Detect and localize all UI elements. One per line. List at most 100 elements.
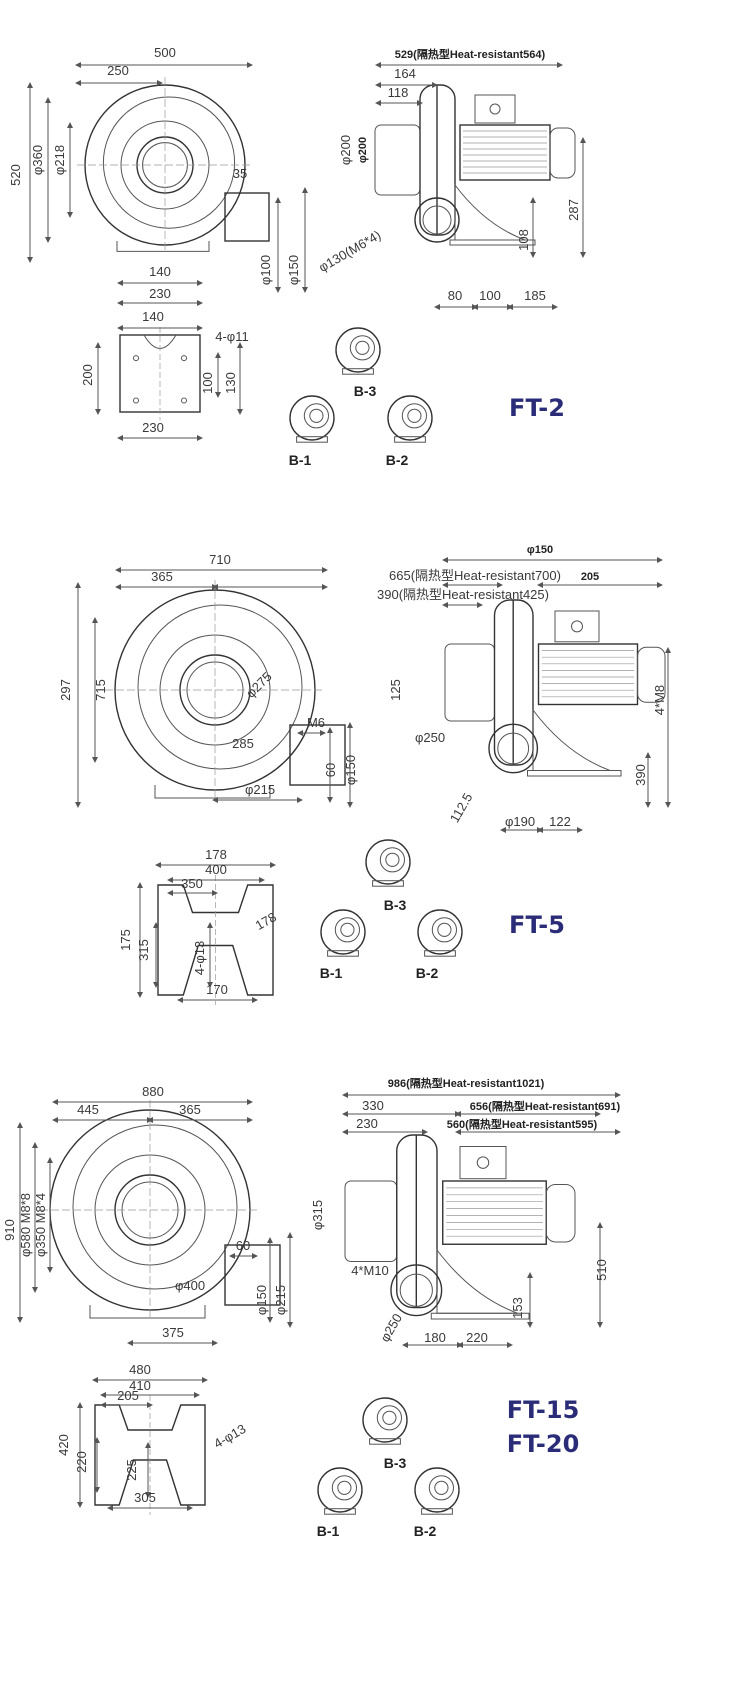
ft-2-orientation-b-2-icon: [387, 395, 433, 443]
ft-2-dimension-label: φ360: [30, 145, 45, 175]
ft-2-dimension-label: 4-φ11: [215, 329, 248, 344]
ft-2-dimension-label: 287: [566, 199, 581, 221]
ft-5-dimension-label: 350: [181, 876, 203, 891]
ft-5-orientation-b-1-icon: [320, 909, 366, 957]
ft-15-20-dimension-label: 153: [510, 1297, 525, 1319]
ft-15-20-dimension-label: φ215: [273, 1285, 288, 1315]
ft-15-20-dimension-label: 205: [117, 1388, 139, 1403]
ft-15-20-dimension-label: 4*M10: [351, 1263, 389, 1278]
ft-15-20-dimension-label: 510: [594, 1259, 609, 1281]
ft5-front-view: [105, 580, 346, 800]
orientation-label: B-3: [384, 897, 407, 913]
ft-15-20-dimension-label: 60: [236, 1238, 250, 1253]
ft-5-dimension-label: 710: [209, 552, 231, 567]
ft-15-20-dimension-label: 330: [362, 1098, 384, 1113]
orientation-label: B-3: [354, 383, 377, 399]
ft-5-dimension-label: 297: [58, 679, 73, 701]
ft-2-dimension-label: 520: [8, 164, 23, 186]
ft-5-dimension-label: 315: [136, 939, 151, 961]
ft-5-dimension-label: 390: [633, 764, 648, 786]
ft-5-dimension-label: 365: [151, 569, 173, 584]
ft-15-20-dimension-label: 220: [466, 1330, 488, 1345]
ft-15-20-dimension-label: 225: [124, 1459, 139, 1481]
ft-5-dimension-label: 122: [549, 814, 571, 829]
ft-2-dimension-label: φ218: [52, 145, 67, 175]
ft-5-dimension-label: 390(隔热型Heat-resistant425): [377, 587, 549, 602]
ft-2-dimension-label: 35: [233, 166, 247, 181]
ft-15-20-dimension-label: 365: [179, 1102, 201, 1117]
model-label: FT-5: [509, 911, 565, 939]
ft15-front-view: [40, 1100, 281, 1320]
ft-5-dimension-label: 112.5: [447, 790, 476, 825]
ft-15-20-dimension-label: φ400: [175, 1278, 205, 1293]
ft-15-20-dimension-label: 445: [77, 1102, 99, 1117]
orientation-label: B-2: [386, 452, 409, 468]
ft-5-dimension-label: 4-φ13: [192, 941, 207, 975]
ft-2-dimension-label: 200: [80, 364, 95, 386]
ft5-base: [157, 875, 274, 1005]
ft-2-dimension-label: 529(隔热型Heat-resistant564): [395, 47, 546, 61]
ft-5-dimension-label: 205: [581, 571, 599, 583]
ft-15-20-orientation-b-1-icon: [317, 1467, 363, 1515]
ft-5-dimension-label: 60: [323, 763, 338, 777]
ft-15-20-dimension-label: 220: [74, 1451, 89, 1473]
ft-15-20-dimension-label: 986(隔热型Heat-resistant1021): [388, 1076, 545, 1090]
ft-2-dimension-label: φ200: [357, 137, 369, 163]
ft-15-20-dimension-label: φ150: [254, 1285, 269, 1315]
ft-2-orientation-b-3-icon: [335, 327, 381, 375]
ft-15-20-dimension-label: φ350 M8*4: [33, 1193, 48, 1257]
ft-5-dimension-label: 400: [205, 862, 227, 877]
ft-15-20-dimension-label: 560(隔热型Heat-resistant595): [447, 1117, 598, 1131]
ft-15-20-dimension-label: φ580 M8*8: [18, 1193, 33, 1257]
ft-15-20-dimension-label: 375: [162, 1325, 184, 1340]
ft-5-dimension-label: φ150: [343, 755, 358, 785]
ft-5-dimension-label: 125: [388, 679, 403, 701]
ft-2-dimension-label: 100: [479, 288, 501, 303]
ft-15-20-dimension-label: 480: [129, 1362, 151, 1377]
ft-2-dimension-label: 250: [107, 63, 129, 78]
ft-2-dimension-label: 118: [388, 85, 409, 100]
ft-2-dimension-label: 108: [516, 229, 531, 251]
ft-2-dimension-label: 185: [524, 288, 546, 303]
ft-15-20-dimension-label: 656(隔热型Heat-resistant691): [470, 1099, 621, 1113]
ft-15-20-dimension-label: 420: [56, 1434, 71, 1456]
ft-5-dimension-label: φ215: [245, 782, 275, 797]
ft-5-dimension-label: 665(隔热型Heat-resistant700): [389, 568, 561, 583]
ft-15-20-dimension-label: φ250: [377, 1311, 405, 1345]
ft-2-dimension-label: φ100: [258, 255, 273, 285]
ft-15-20-dimension-label: 305: [134, 1490, 156, 1505]
ft-5-dimension-label: 178: [253, 909, 279, 933]
ft-2-dimension-label: φ150: [286, 255, 301, 285]
ft2-side-view: [374, 84, 576, 246]
ft-2-dimension-label: 80: [448, 288, 462, 303]
ft-2-dimension-label: 500: [154, 45, 176, 60]
ft-5-dimension-label: φ250: [415, 730, 445, 745]
model-label: FT-2: [509, 394, 565, 422]
ft-5-dimension-label: 715: [93, 679, 108, 701]
ft-2-dimension-label: 100: [200, 372, 215, 394]
ft-5-dimension-label: φ190: [505, 814, 535, 829]
orientation-label: B-1: [289, 452, 312, 468]
ft-5-orientation-b-3-icon: [365, 839, 411, 887]
ft2-front-view: [77, 77, 270, 253]
ft-15-20-dimension-label: 180: [424, 1330, 446, 1345]
model-label: FT-15: [507, 1396, 580, 1424]
ft-2-dimension-label: 140: [149, 264, 171, 279]
ft-5-dimension-label: 285: [232, 736, 254, 751]
ft-15-20-dimension-label: 910: [2, 1219, 17, 1241]
ft-5-dimension-label: 178: [205, 847, 227, 862]
ft-15-20-dimension-label: 230: [356, 1116, 378, 1131]
orientation-label: B-1: [317, 1523, 340, 1539]
ft-15-20-dimension-label: φ315: [310, 1200, 325, 1230]
ft-5-dimension-label: φ150: [527, 544, 553, 556]
ft-2-dimension-label: φ200: [338, 135, 353, 165]
ft-2-dimension-label: 230: [149, 286, 171, 301]
ft2-base-plate: [119, 327, 201, 420]
ft-5-orientation-b-2-icon: [417, 909, 463, 957]
orientation-label: B-2: [416, 965, 439, 981]
ft-5-dimension-label: 4*M8: [652, 685, 667, 715]
ft-5-dimension-label: 175: [118, 929, 133, 951]
model-label: FT-20: [507, 1430, 580, 1458]
